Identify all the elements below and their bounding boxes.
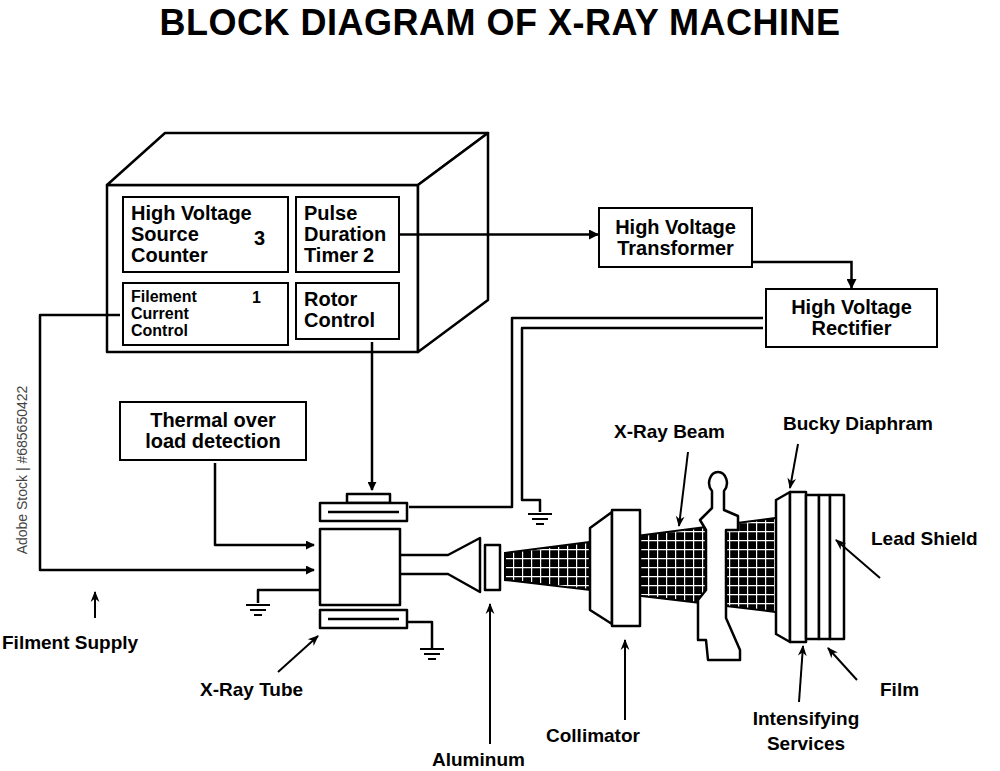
part-label: Bucky Diaphram: [783, 413, 933, 435]
diagram-title: BLOCK DIAGRAM OF X-RAY MACHINE: [0, 2, 1000, 44]
part-label: Film: [880, 679, 919, 701]
box-label: Thermal over load detection: [128, 410, 298, 452]
part-label: Intensifying Services: [736, 707, 876, 756]
part-label: Filment Supply: [2, 632, 138, 654]
control-box: Filement Current Control1: [122, 282, 289, 346]
part-label: X-Ray Beam: [614, 421, 725, 443]
box-label: Rotor Control: [304, 288, 375, 331]
part-label: Collimator: [546, 725, 640, 747]
process-box: High Voltage Transformer: [598, 207, 753, 268]
callout-number: 3: [254, 228, 265, 249]
part-label: Aluminum: [432, 749, 525, 771]
box-label: High Voltage Transformer: [607, 217, 744, 259]
box-label: High Voltage Source Counter: [131, 202, 252, 266]
part-label: Lead Shield: [871, 528, 978, 550]
process-box: High Voltage Rectifier: [765, 288, 938, 348]
callout-number: 1: [252, 290, 261, 307]
control-box: Rotor Control: [295, 282, 400, 340]
box-label: High Voltage Rectifier: [774, 297, 929, 339]
signal-arrow: [400, 233, 598, 236]
process-box: Thermal over load detection: [119, 401, 307, 461]
control-box: Pulse Duration Timer2: [295, 196, 400, 273]
callout-number: 2: [363, 244, 374, 266]
watermark: Adobe Stock | #685650422: [14, 386, 30, 555]
signal-arrow: [753, 262, 852, 288]
part-label: X-Ray Tube: [200, 679, 303, 701]
control-box: High Voltage Source Counter3: [122, 196, 289, 273]
